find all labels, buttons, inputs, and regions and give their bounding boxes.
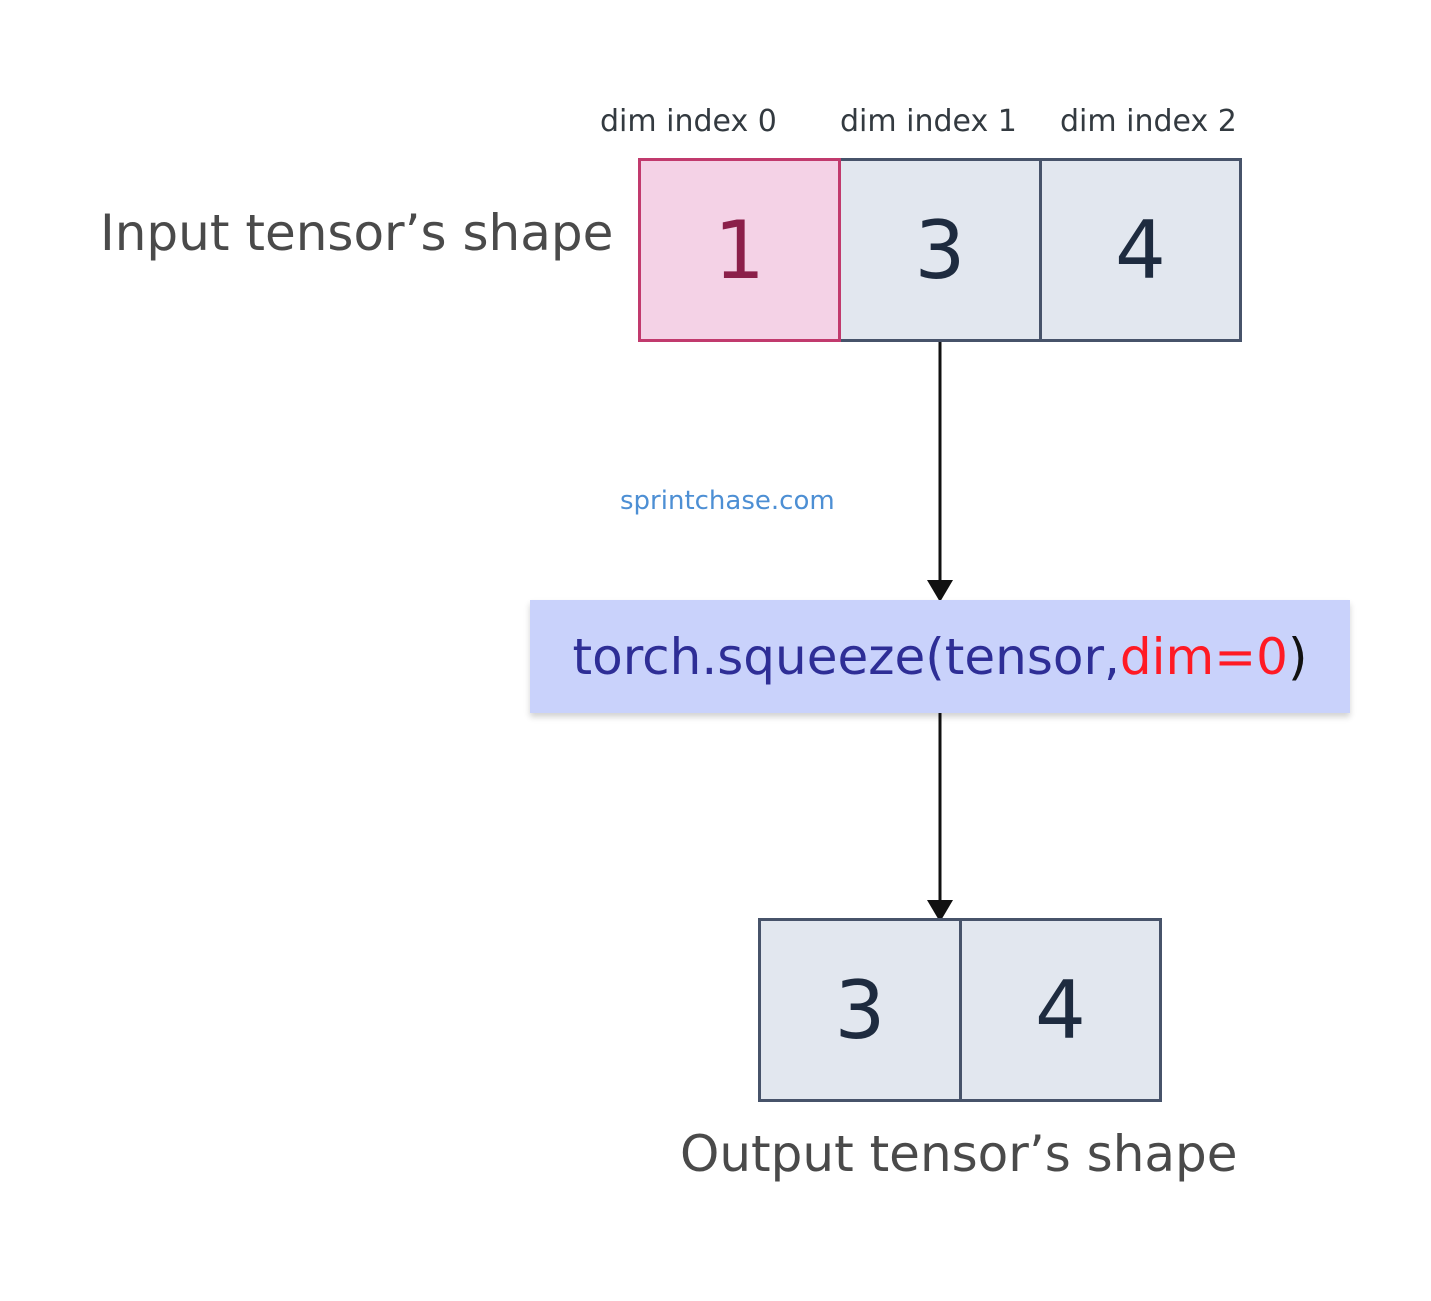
watermark-text: sprintchase.com — [620, 486, 835, 516]
output-cell-1: 4 — [959, 918, 1162, 1102]
function-close-paren: ) — [1287, 627, 1308, 686]
dim-label-1: dim index 1 — [840, 104, 1017, 139]
input-shape-title: Input tensor’s shape — [100, 204, 614, 262]
dim-label-2: dim index 2 — [1060, 104, 1237, 139]
input-cell-dim2: 4 — [1039, 158, 1242, 342]
dim-label-0: dim index 0 — [600, 104, 777, 139]
output-shape-title: Output tensor’s shape — [680, 1125, 1238, 1183]
function-dim-argument: dim=0 — [1119, 627, 1288, 686]
arrow-input-to-function — [927, 342, 953, 602]
input-cell-dim0-highlight: 1 — [638, 158, 841, 342]
input-cell-dim1: 3 — [838, 158, 1042, 342]
squeeze-function-box: torch.squeeze(tensor, dim=0) — [530, 600, 1350, 713]
arrow-function-to-output — [927, 713, 953, 922]
output-cell-0: 3 — [758, 918, 962, 1102]
function-call-text: torch.squeeze(tensor, — [572, 627, 1120, 686]
